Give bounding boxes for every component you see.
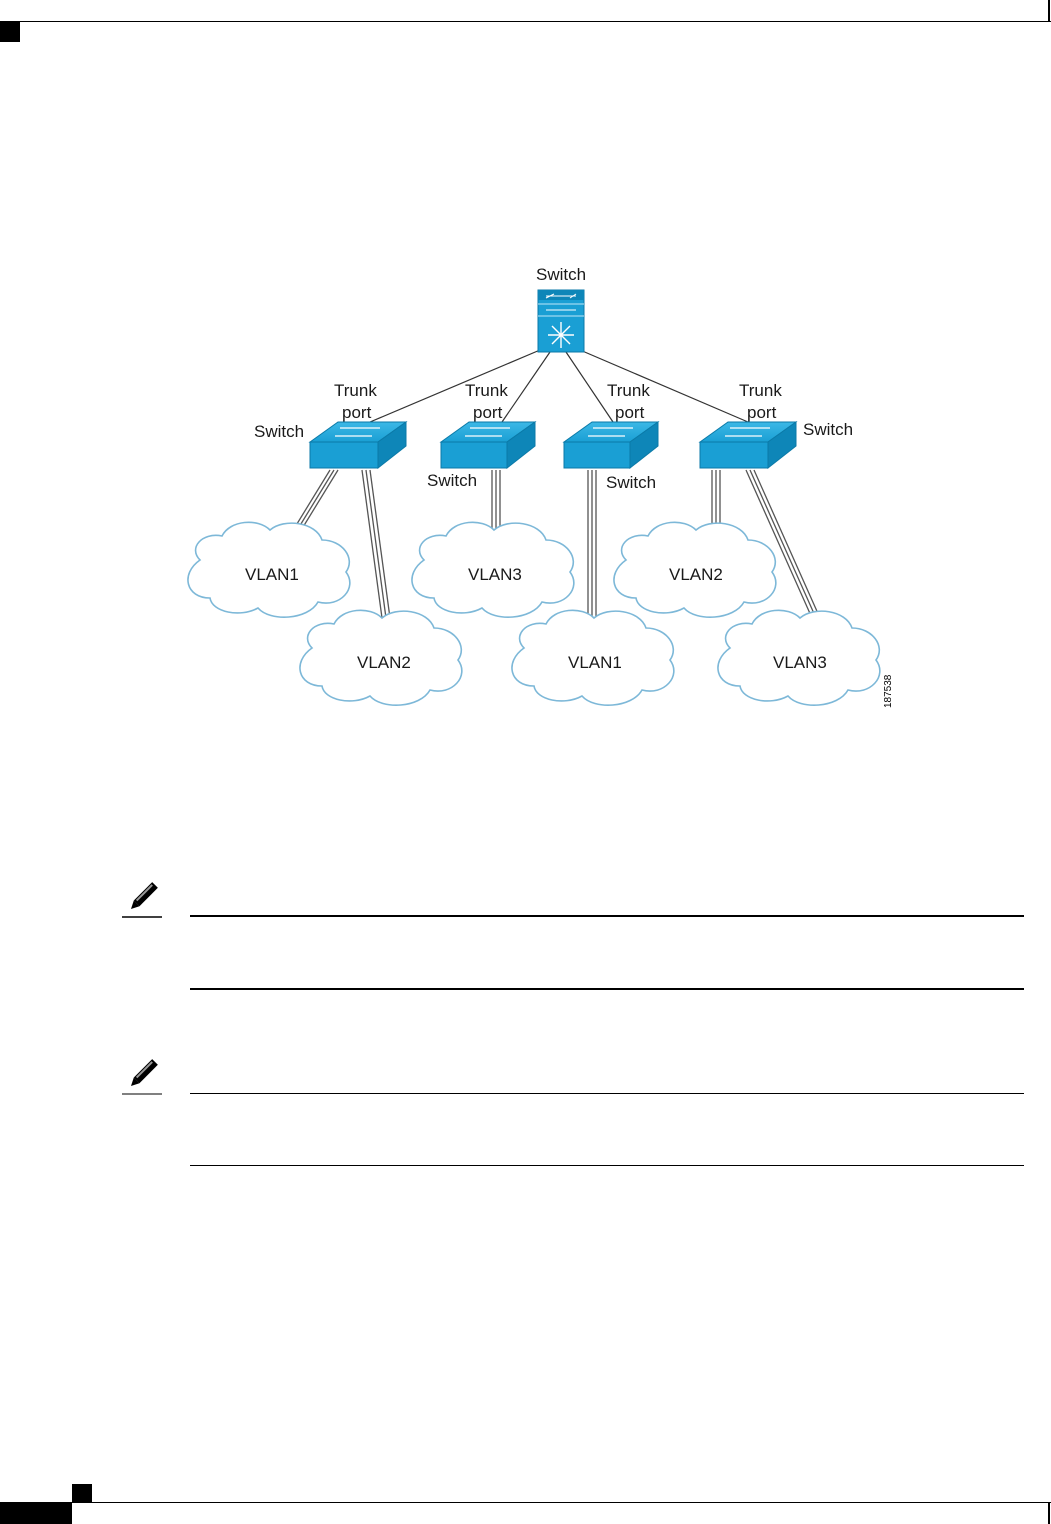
switch-label-1: Switch: [254, 422, 304, 441]
trunk-port-label-3b: port: [615, 403, 645, 422]
figure-id: 187538: [883, 674, 894, 708]
header-corner-marker: [0, 22, 20, 42]
trunk-links: [291, 469, 821, 619]
vlan-cloud: [511, 609, 675, 706]
note-bottom-rule: [190, 1165, 1024, 1166]
note-bottom-rule: [190, 988, 1024, 990]
trunk-port-label-4b: port: [747, 403, 777, 422]
vlan-trunk-diagram: Switch: [187, 265, 894, 708]
trunk-port-label-3a: Trunk: [607, 381, 650, 400]
switch-label-4: Switch: [803, 420, 853, 439]
vlan-label: VLAN3: [468, 565, 522, 584]
vlan-cloud: [717, 609, 881, 706]
note-top-rule: [190, 1093, 1024, 1094]
footer-rule: [72, 1502, 1051, 1503]
note-top-rule: [190, 915, 1024, 917]
vlan-label: VLAN2: [357, 653, 411, 672]
trunk-port-label-2b: port: [473, 403, 503, 422]
core-switch-icon: [537, 289, 585, 353]
footer-marker: [72, 1484, 92, 1502]
vlan-label: VLAN2: [669, 565, 723, 584]
network-switch-icon: [698, 421, 798, 470]
switch-label-2: Switch: [427, 471, 477, 490]
footer-corner-block: [0, 1502, 72, 1524]
footer-right-tick: [1048, 1502, 1050, 1524]
vlan-cloud: [613, 521, 777, 618]
note-pencil-icon: [122, 1059, 162, 1095]
trunk-port-label-1b: port: [342, 403, 372, 422]
switch-label-3: Switch: [606, 473, 656, 492]
trunk-port-label-4a: Trunk: [739, 381, 782, 400]
vlan-label: VLAN3: [773, 653, 827, 672]
note-pencil-icon: [122, 882, 162, 918]
vlan-label: VLAN1: [568, 653, 622, 672]
vlan-cloud: [299, 609, 463, 706]
network-switch-icon: [562, 421, 660, 470]
network-switch-icon: [308, 421, 408, 470]
trunk-port-label-2a: Trunk: [465, 381, 508, 400]
trunk-port-label-1a: Trunk: [334, 381, 377, 400]
vlan-cloud: [187, 521, 351, 618]
header-rule: [0, 21, 1051, 22]
vlan-label: VLAN1: [245, 565, 299, 584]
header-right-tick: [1048, 0, 1050, 22]
network-switch-icon: [439, 421, 537, 470]
vlan-cloud: [411, 521, 575, 618]
core-switch-label: Switch: [536, 265, 586, 284]
